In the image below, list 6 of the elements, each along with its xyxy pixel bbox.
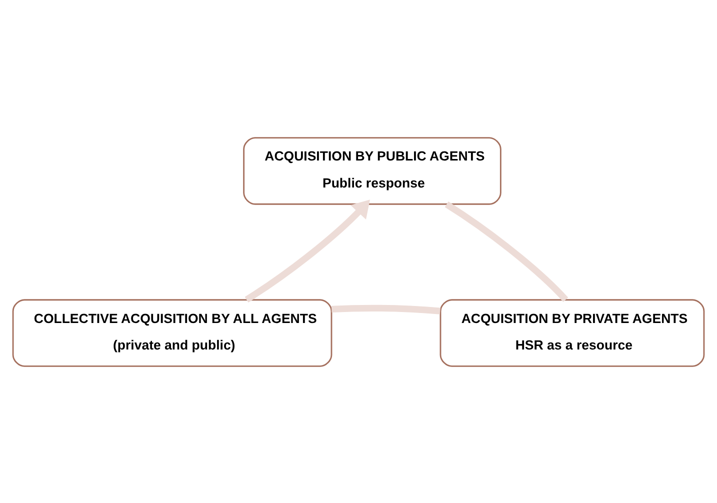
node-box: ACQUISITION BY PRIVATE AGENTS HSR as a resource: [440, 298, 705, 366]
arrow: [244, 199, 370, 302]
node-box: ACQUISITION BY PUBLIC AGENTS Public response: [243, 136, 502, 204]
connector: [331, 304, 440, 314]
node-box: COLLECTIVE ACQUISITION BY ALL AGENTS (private and public): [12, 298, 332, 366]
connector: [444, 201, 568, 302]
